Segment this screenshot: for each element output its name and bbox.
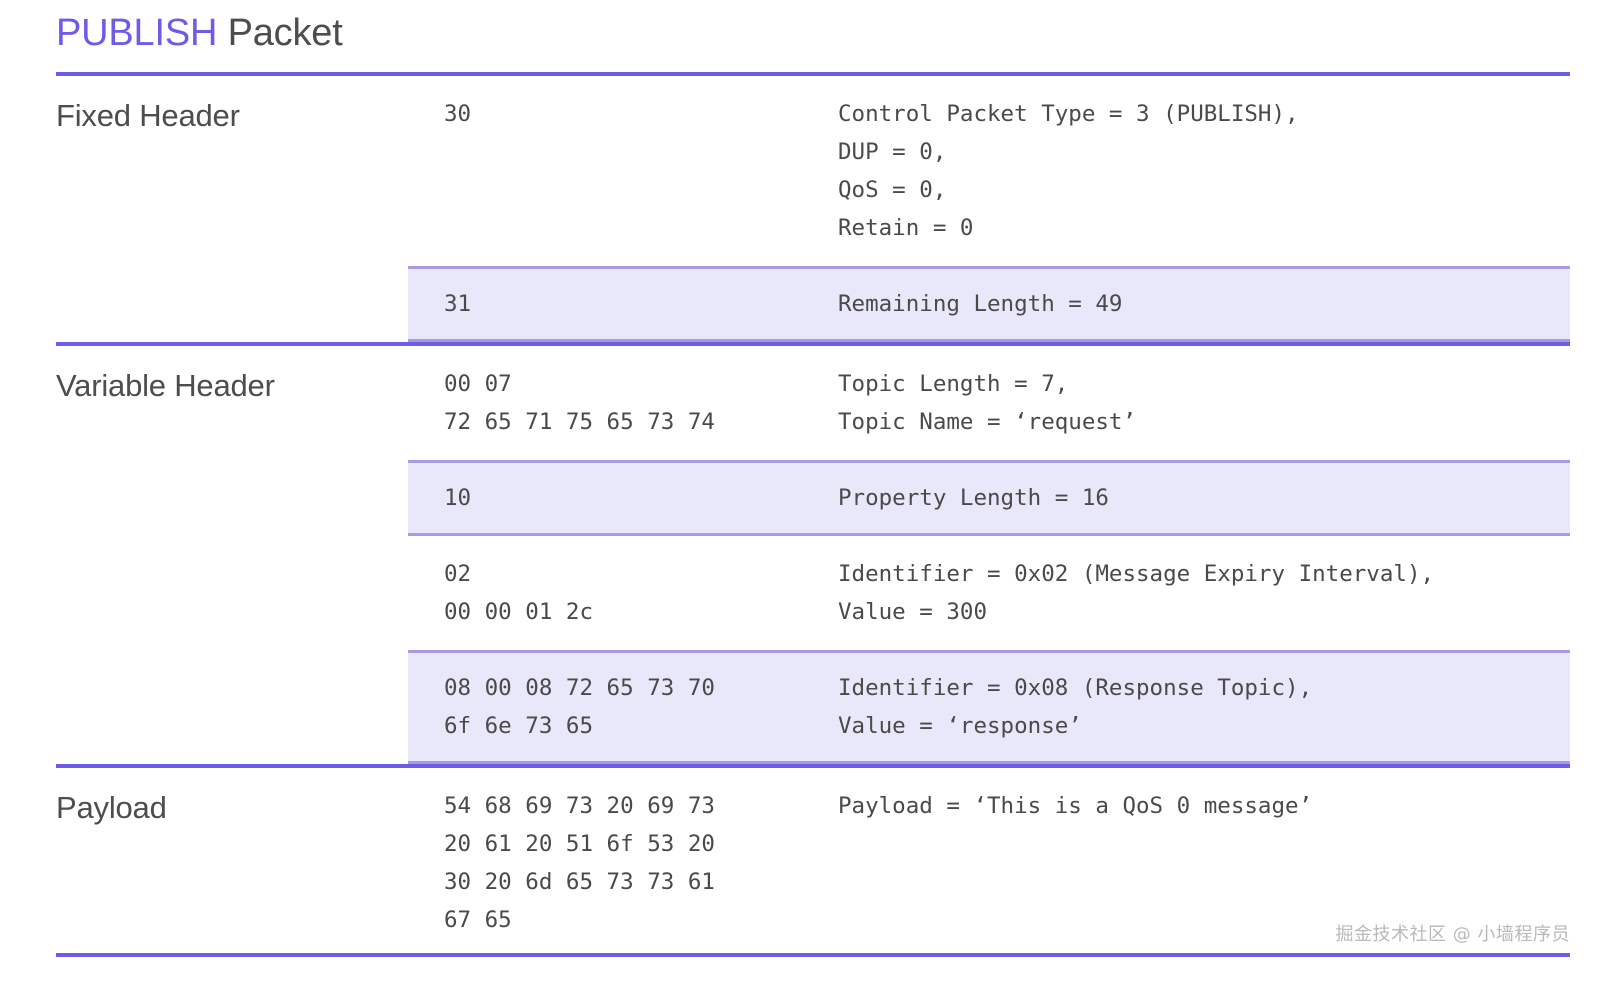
description-line: Topic Length = 7, — [838, 371, 1069, 397]
sections-container: Fixed Header 30 Control Packet Type = 3 (P… — [56, 76, 1570, 958]
field-hex-bytes: 08 00 08 72 65 73 70 6f 6e 73 65 — [444, 669, 838, 745]
section-label: Payload — [56, 790, 167, 825]
title-divider — [56, 72, 1570, 76]
description-line: Remaining Length = 49 — [838, 291, 1123, 317]
bottom-divider — [56, 953, 1570, 957]
field-description: Control Packet Type = 3 (PUBLISH), DUP = … — [838, 95, 1570, 247]
description-line: Property Length = 16 — [838, 485, 1109, 511]
hex-line: 00 00 01 2c — [444, 599, 594, 625]
hex-line: 20 61 20 51 6f 53 20 — [444, 831, 715, 857]
packet-field-row: 00 07 72 65 71 75 65 73 74 Topic Length = … — [408, 346, 1570, 460]
field-description: Property Length = 16 — [838, 479, 1570, 517]
hex-line: 02 — [444, 561, 472, 587]
section-divider — [56, 764, 1570, 768]
section-label: Fixed Header — [56, 98, 240, 133]
hex-line: 30 — [444, 101, 472, 127]
hex-line: 00 07 — [444, 371, 512, 397]
packet-field-row: 31 Remaining Length = 49 — [408, 266, 1570, 342]
field-hex-bytes: 31 — [444, 285, 838, 323]
packet-field-row: 30 Control Packet Type = 3 (PUBLISH), DUP … — [408, 76, 1570, 266]
field-hex-bytes: 30 — [444, 95, 838, 133]
field-hex-bytes: 10 — [444, 479, 838, 517]
field-description: Identifier = 0x08 (Response Topic), Value… — [838, 669, 1570, 745]
field-hex-bytes: 00 07 72 65 71 75 65 73 74 — [444, 365, 838, 441]
hex-line: 54 68 69 73 20 69 73 — [444, 793, 715, 819]
description-line: Value = ‘response’ — [838, 713, 1082, 739]
hex-line: 10 — [444, 485, 472, 511]
description-line: Control Packet Type = 3 (PUBLISH), — [838, 101, 1299, 127]
section-rows: 00 07 72 65 71 75 65 73 74 Topic Length = … — [408, 346, 1570, 764]
packet-field-row: 02 00 00 01 2c Identifier = 0x02 (Message … — [408, 536, 1570, 650]
field-description: Topic Length = 7, Topic Name = ‘request’ — [838, 365, 1570, 441]
hex-line: 6f 6e 73 65 — [444, 713, 594, 739]
page-title-keyword: PUBLISH — [56, 12, 218, 54]
packet-section: Payload 54 68 69 73 20 69 73 20 61 20 51 6… — [56, 768, 1570, 958]
field-description: Payload = ‘This is a QoS 0 message’ — [838, 787, 1570, 825]
section-label: Variable Header — [56, 368, 275, 403]
hex-line: 72 65 71 75 65 73 74 — [444, 409, 715, 435]
description-line: Topic Name = ‘request’ — [838, 409, 1137, 435]
description-line: Payload = ‘This is a QoS 0 message’ — [838, 793, 1313, 819]
field-hex-bytes: 54 68 69 73 20 69 73 20 61 20 51 6f 53 20… — [444, 787, 838, 939]
packet-field-row: 08 00 08 72 65 73 70 6f 6e 73 65 Identifie… — [408, 650, 1570, 764]
field-description: Identifier = 0x02 (Message Expiry Interv… — [838, 555, 1570, 631]
packet-field-row: 54 68 69 73 20 69 73 20 61 20 51 6f 53 20… — [408, 768, 1570, 958]
description-line: QoS = 0, — [838, 177, 947, 203]
description-line: DUP = 0, — [838, 139, 947, 165]
description-line: Retain = 0 — [838, 215, 974, 241]
hex-line: 08 00 08 72 65 73 70 — [444, 675, 715, 701]
packet-section: Variable Header 00 07 72 65 71 75 65 73 74… — [56, 346, 1570, 764]
hex-line: 67 65 — [444, 907, 512, 933]
packet-section: Fixed Header 30 Control Packet Type = 3 (P… — [56, 76, 1570, 342]
field-description: Remaining Length = 49 — [838, 285, 1570, 323]
hex-line: 31 — [444, 291, 472, 317]
page-title-rest: Packet — [217, 12, 343, 54]
field-hex-bytes: 02 00 00 01 2c — [444, 555, 838, 631]
packet-field-row: 10 Property Length = 16 — [408, 460, 1570, 536]
section-rows: 30 Control Packet Type = 3 (PUBLISH), DUP … — [408, 76, 1570, 342]
section-divider — [56, 342, 1570, 346]
hex-line: 30 20 6d 65 73 73 61 — [444, 869, 715, 895]
page-title: PUBLISH Packet — [56, 0, 1570, 52]
description-line: Value = 300 — [838, 599, 988, 625]
watermark: 掘金技术社区 @ 小墙程序员 — [1335, 924, 1570, 945]
description-line: Identifier = 0x02 (Message Expiry Interv… — [838, 561, 1435, 587]
section-rows: 54 68 69 73 20 69 73 20 61 20 51 6f 53 20… — [408, 768, 1570, 958]
description-line: Identifier = 0x08 (Response Topic), — [838, 675, 1313, 701]
